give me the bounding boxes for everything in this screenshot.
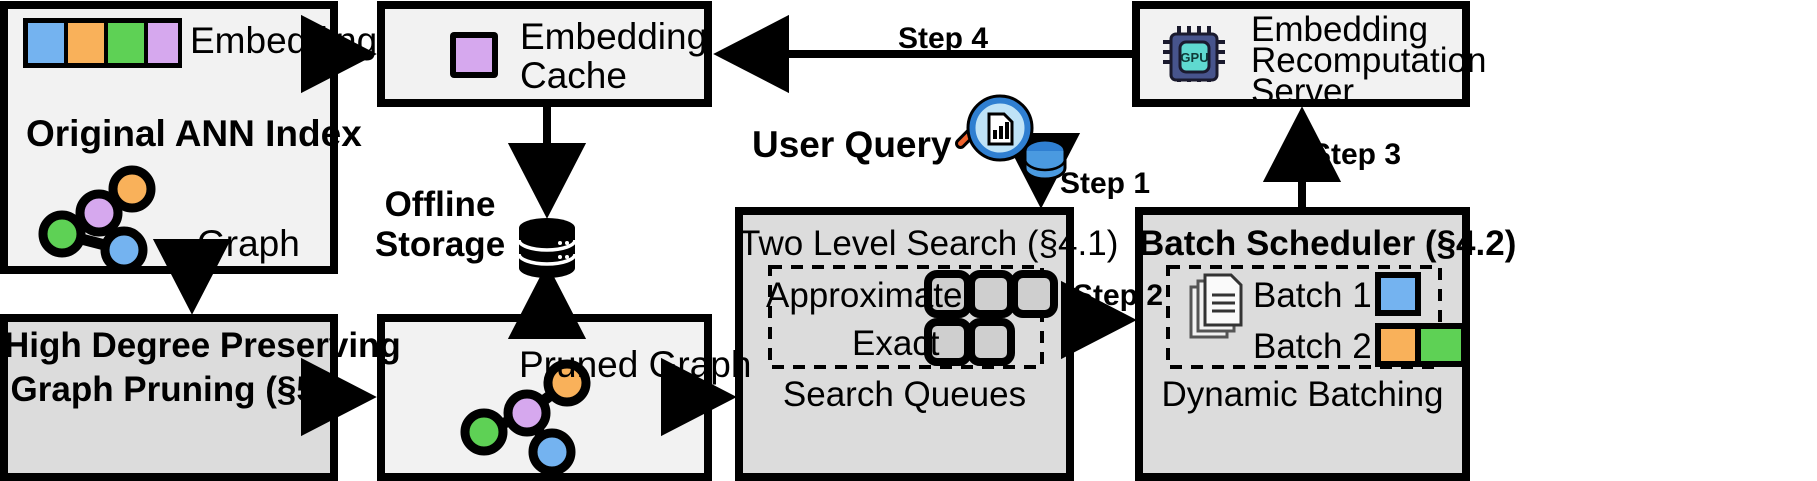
- dynamic-batching-dashed-region: [1166, 265, 1442, 369]
- magnifier-database-icon: [955, 94, 1067, 181]
- batch1-label: Batch 1: [1253, 276, 1372, 315]
- pruned-graph-label: Pruned Graph: [519, 344, 752, 385]
- svg-text:GPU: GPU: [1180, 50, 1208, 65]
- step3-label: Step 3: [1311, 138, 1402, 171]
- recomputation-server-line2: Recomputation: [1251, 41, 1487, 80]
- batch2-cells: [1375, 323, 1467, 367]
- user-query-label: User Query: [752, 124, 952, 165]
- original-graph-icon: [38, 165, 156, 274]
- box-graph-pruning: [0, 314, 338, 481]
- graph-label: Graph: [197, 223, 300, 264]
- database-cylinder-icon: [517, 218, 577, 278]
- pruned-graph-icon: [460, 359, 591, 476]
- step4-label: Step 4: [898, 22, 989, 55]
- search-queues-caption: Search Queues: [782, 375, 1027, 414]
- step2-label: Step 2: [1073, 279, 1164, 312]
- offline-storage-line2: Storage: [374, 225, 506, 264]
- batch-scheduler-title: Batch Scheduler (§4.2): [1139, 224, 1517, 263]
- batch1-cells: [1375, 272, 1421, 316]
- documents-stack-icon: [1189, 273, 1243, 339]
- embedding-strip-icon: [23, 18, 182, 68]
- gpu-chip-icon: GPU: [1163, 26, 1225, 82]
- exact-label: Exact: [852, 324, 940, 363]
- dynamic-batching-caption: Dynamic Batching: [1161, 375, 1444, 414]
- two-level-search-title: Two Level Search (§4.1): [739, 224, 1119, 263]
- graph-pruning-line2: Graph Pruning (§5): [10, 370, 328, 409]
- cache-chip-icon: [450, 32, 498, 78]
- offline-storage-line1: Offline: [384, 185, 496, 224]
- approximate-label: Approximate: [766, 276, 963, 315]
- exact-queue-slots: [924, 318, 1015, 366]
- original-ann-index-title: Original ANN Index: [26, 113, 362, 154]
- batch2-label: Batch 2: [1253, 327, 1372, 366]
- recomputation-server-line1: Embedding: [1251, 10, 1429, 49]
- embedding-cache-line2: Cache: [520, 55, 627, 96]
- recomputation-server-line3: Server: [1251, 72, 1355, 111]
- step1-label: Step 1: [1060, 167, 1151, 200]
- embedding-cache-line1: Embedding: [520, 16, 708, 57]
- embedding-label: Embedding: [190, 20, 378, 61]
- approximate-queue-slots: [924, 270, 1058, 318]
- graph-pruning-line1: High Degree Preserving: [4, 326, 401, 365]
- box-embedding-cache: [377, 1, 712, 107]
